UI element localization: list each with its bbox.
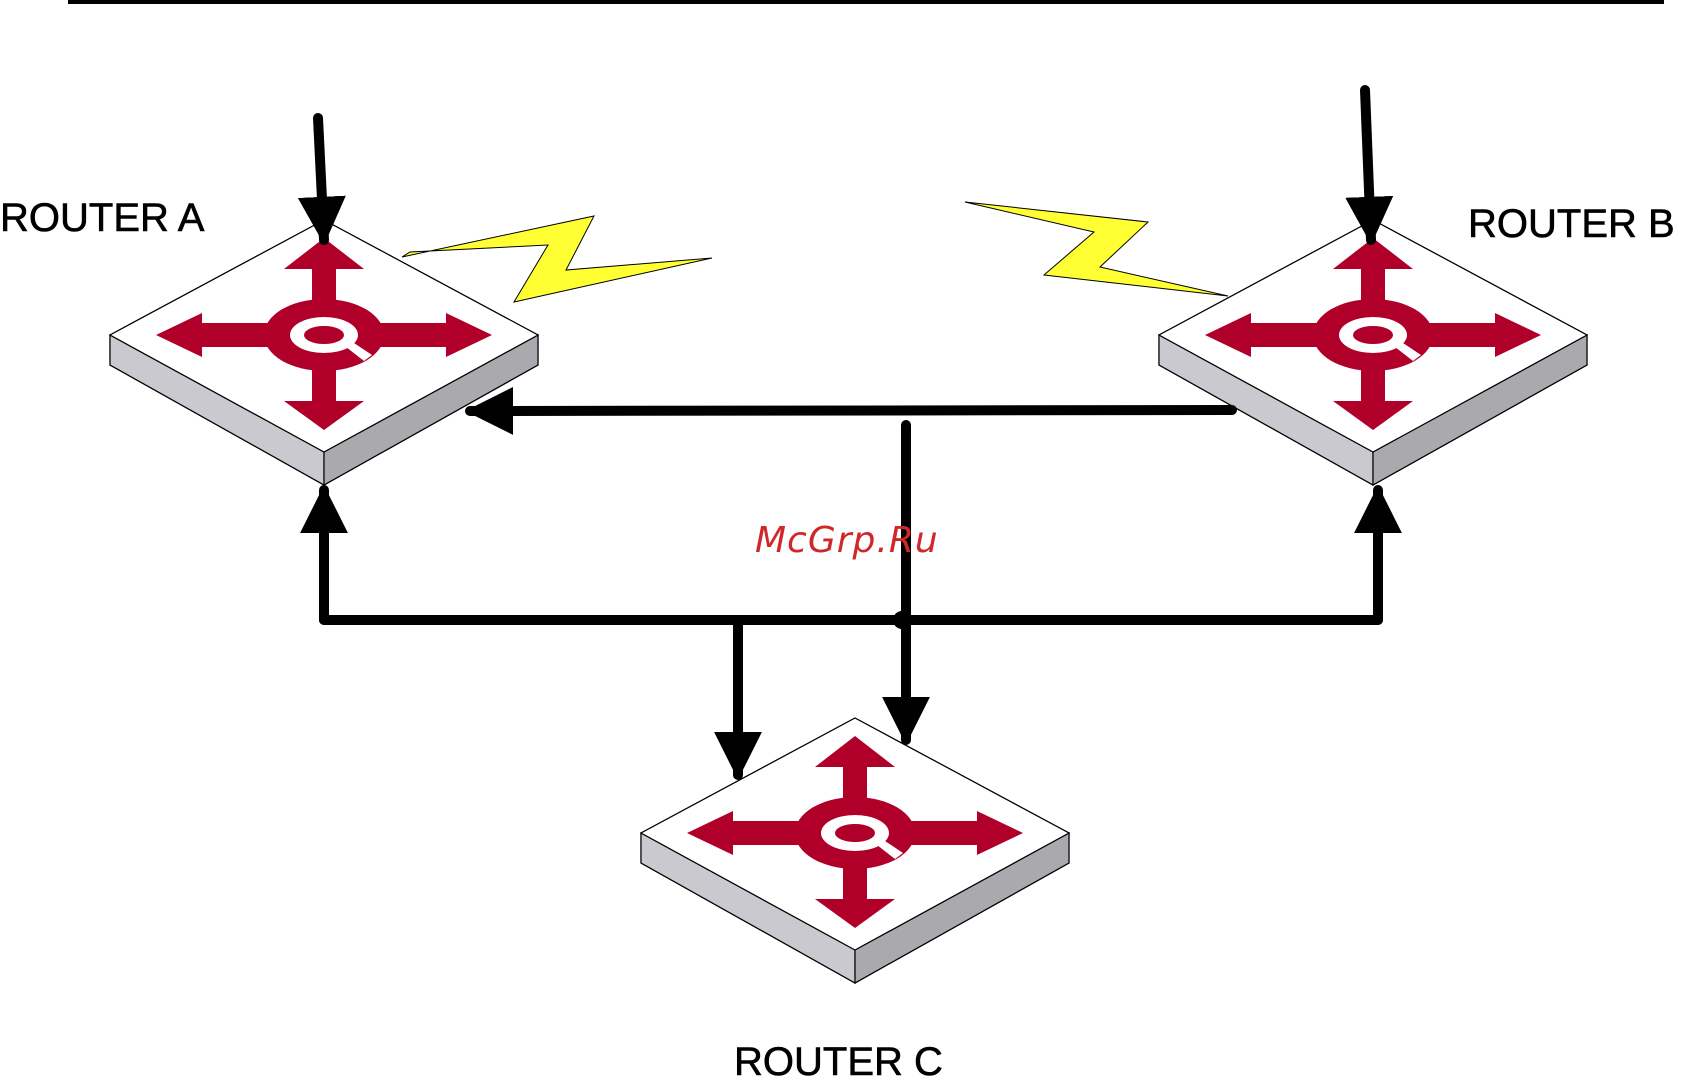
- wireless-bolt-icon: [965, 202, 1228, 296]
- arrow-in-router-a: [318, 118, 324, 240]
- router-b-label: ROUTER B: [1468, 202, 1675, 247]
- link-b-to-a: [470, 410, 1232, 411]
- junction-dot: [893, 611, 911, 629]
- router-icon-b: [1159, 220, 1587, 485]
- arrow-in-router-b: [1365, 90, 1371, 240]
- watermark-text: McGrp.Ru: [755, 520, 939, 561]
- router-a-label: ROUTER A: [0, 196, 204, 241]
- router-c-label: ROUTER C: [734, 1040, 943, 1085]
- router-icon-c: [641, 718, 1069, 983]
- router-icon-a: [110, 220, 538, 485]
